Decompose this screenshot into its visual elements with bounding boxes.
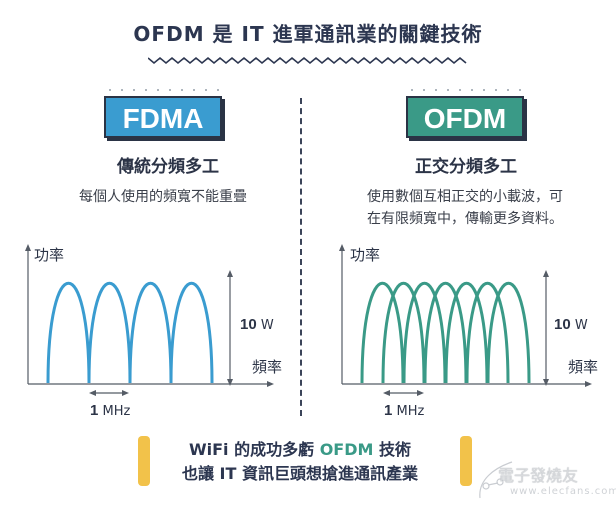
ofdm-power-label: 10 W bbox=[554, 316, 588, 333]
watermark-url: www.elecfans.com bbox=[510, 486, 616, 497]
ofdm-chart: 功率 頻率 10 W 1 MHz bbox=[330, 240, 616, 434]
watermark-text: 電子發燒友 bbox=[498, 466, 579, 485]
fdma-chart-svg bbox=[25, 244, 274, 396]
fdma-description: 每個人使用的頻寬不能重疊 bbox=[79, 189, 247, 205]
badge-dots-decoration bbox=[104, 88, 224, 92]
page-title: OFDM 是 IT 進軍通訊業的關鍵技術 bbox=[133, 22, 483, 46]
ofdm-description: 使用數個互相正交的小載波，可 在有限頻寬中，傳輸更多資料。 bbox=[367, 189, 563, 227]
fdma-y-axis-label: 功率 bbox=[34, 246, 65, 264]
ofdm-y-axis-label: 功率 bbox=[350, 246, 381, 264]
footer-message: WiFi 的成功多虧 OFDM 技術 也讓 IT 資訊巨頭想搶進通訊產業 bbox=[150, 438, 450, 486]
center-divider bbox=[300, 98, 302, 416]
fdma-subtitle: 傳統分頻多工 bbox=[117, 157, 219, 177]
fdma-badge: FDMA bbox=[104, 96, 222, 138]
tape-decoration-right bbox=[460, 436, 472, 486]
badge-dots-decoration bbox=[406, 88, 526, 92]
zigzag-divider bbox=[148, 56, 467, 65]
tape-decoration-left bbox=[138, 436, 150, 486]
circuit-logo-icon bbox=[479, 461, 513, 499]
fdma-chart: 功率 頻率 10 W 1 MHz bbox=[20, 240, 300, 434]
fdma-x-axis-label: 頻率 bbox=[252, 358, 283, 376]
fdma-power-label: 10 W bbox=[240, 316, 274, 333]
footer-line-1: WiFi 的成功多虧 OFDM 技術 bbox=[188, 440, 411, 459]
footer-line-2: 也讓 IT 資訊巨頭想搶進通訊產業 bbox=[181, 464, 418, 483]
fdma-bandwidth-label: 1 MHz bbox=[90, 402, 131, 419]
ofdm-subtitle: 正交分頻多工 bbox=[415, 157, 517, 177]
ofdm-x-axis-label: 頻率 bbox=[568, 358, 599, 376]
ofdm-badge: OFDM bbox=[406, 96, 524, 138]
ofdm-chart-svg bbox=[339, 244, 592, 396]
ofdm-bandwidth-label: 1 MHz bbox=[384, 402, 425, 419]
